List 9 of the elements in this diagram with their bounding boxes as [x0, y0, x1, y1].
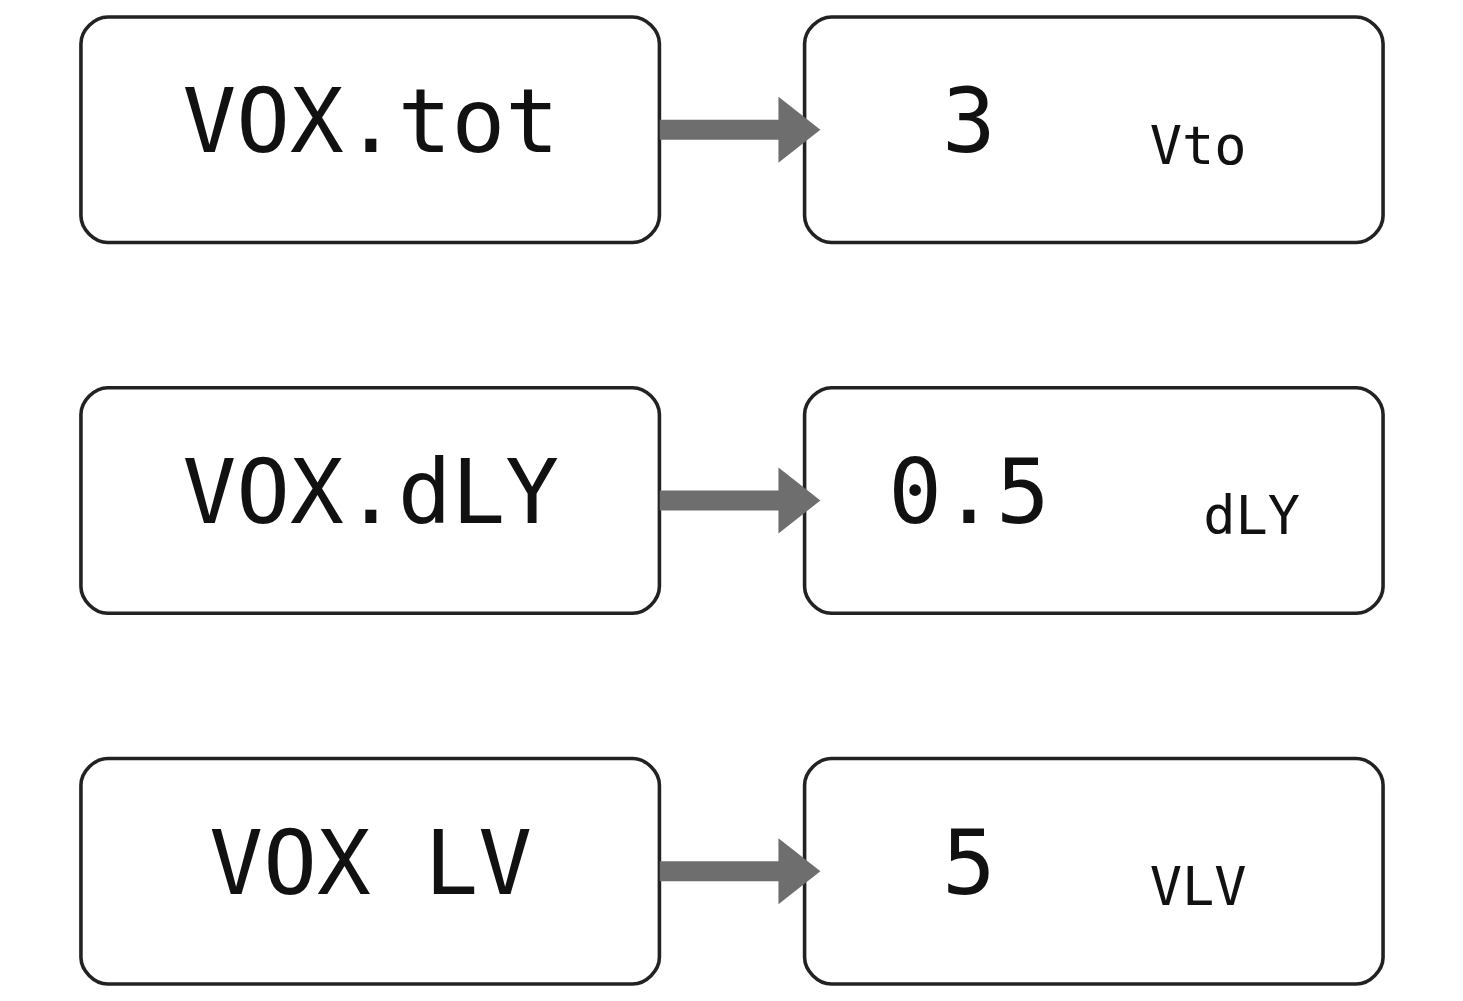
node-box: VOX.tot: [78, 15, 661, 245]
node-box: VOX.dLY: [78, 385, 661, 616]
node-box: VOX LV: [78, 756, 661, 986]
arrow: [659, 838, 820, 905]
arrow: [659, 96, 820, 163]
node-box: 5 VLV: [802, 756, 1385, 986]
arrow: [659, 467, 820, 534]
node-box: 3 Vto: [802, 15, 1385, 245]
node-box: 0.5 dLY: [802, 385, 1385, 616]
